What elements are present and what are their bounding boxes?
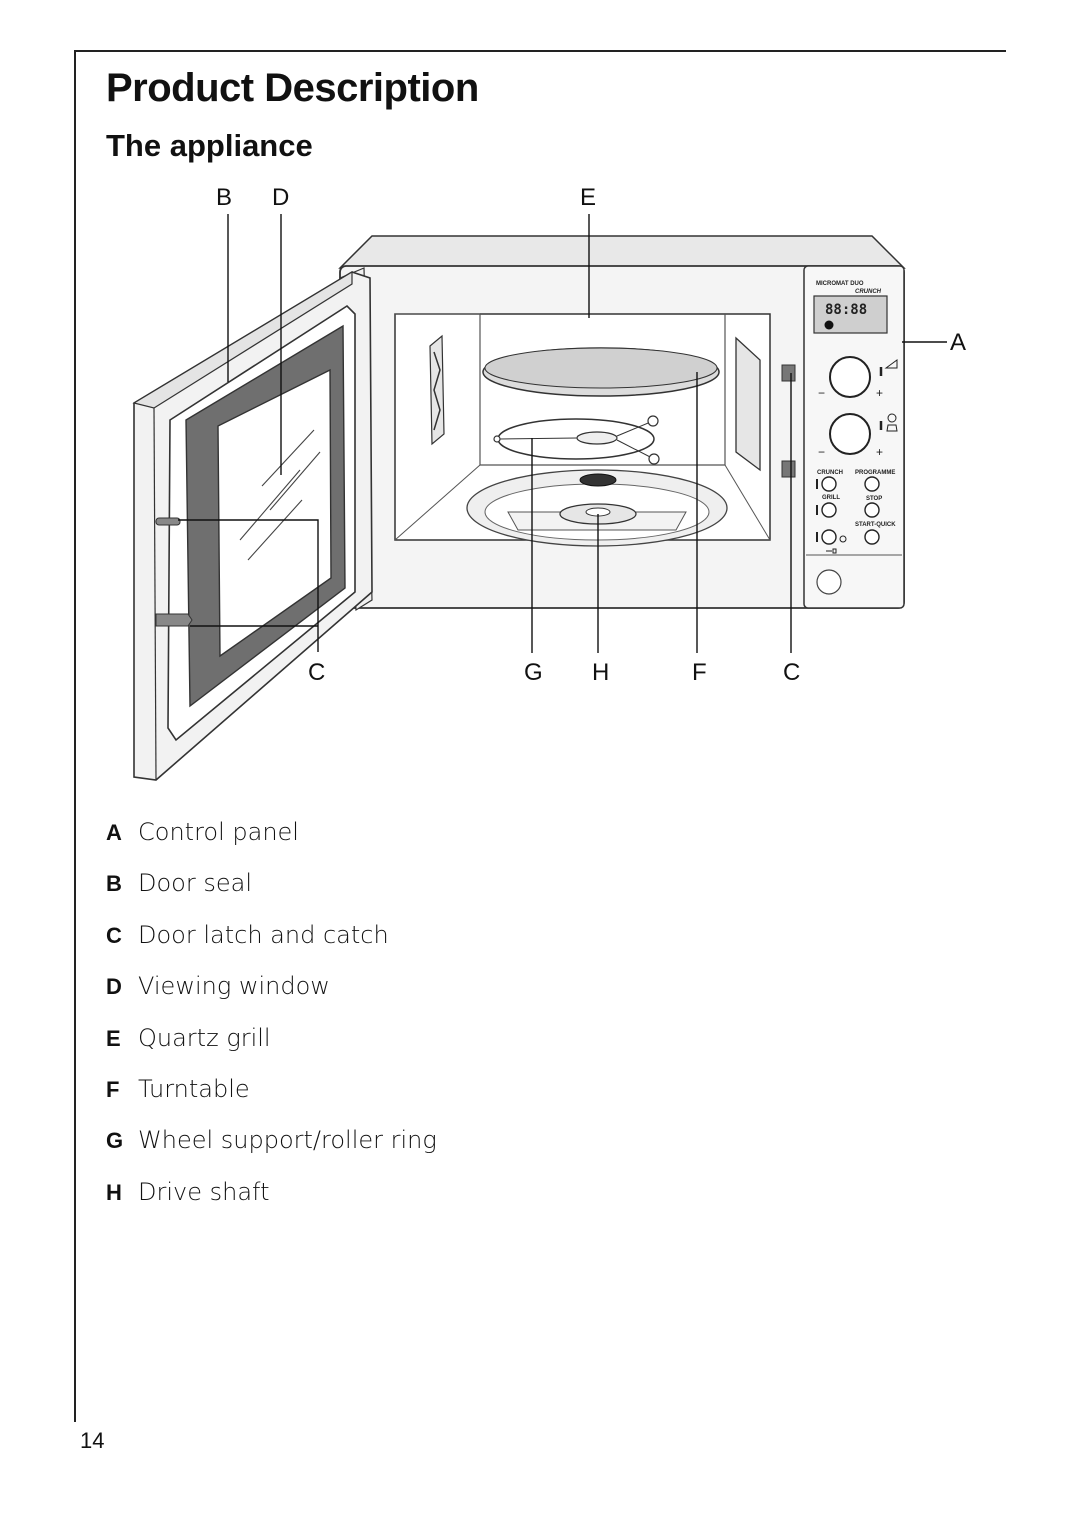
legend-key: C bbox=[106, 922, 122, 948]
callout-c-door: C bbox=[308, 659, 325, 686]
page-title: Product Description bbox=[106, 66, 479, 110]
grill-button[interactable] bbox=[821, 502, 837, 518]
page-number: 14 bbox=[80, 1428, 105, 1453]
legend-text: Door latch and catch bbox=[138, 920, 389, 949]
panel-model: CRUNCH bbox=[855, 289, 882, 295]
cabinet-top bbox=[338, 235, 906, 269]
callout-d: D bbox=[272, 184, 289, 211]
stop-button[interactable] bbox=[864, 502, 880, 518]
microwave-diagram: MICROMAT DUO CRUNCH 88:88 − + − + CRUNCH… bbox=[132, 184, 966, 781]
panel-brand: MICROMAT DUO bbox=[816, 281, 864, 287]
side-vent bbox=[429, 334, 445, 446]
weight-icon bbox=[886, 424, 898, 432]
section-title: The appliance bbox=[106, 128, 313, 163]
svg-text:+: + bbox=[876, 445, 883, 459]
svg-text:+: + bbox=[876, 386, 883, 400]
svg-text:−: − bbox=[818, 386, 825, 400]
latch-hook-lower bbox=[155, 613, 193, 627]
start-quick-button[interactable] bbox=[864, 529, 880, 545]
legend-key: H bbox=[106, 1179, 122, 1205]
catch-upper bbox=[781, 364, 796, 382]
legend-item: H Drive shaft bbox=[106, 1178, 437, 1229]
legend-text: Quartz grill bbox=[138, 1023, 271, 1052]
stop-label: STOP bbox=[866, 496, 882, 502]
power-knob[interactable] bbox=[829, 356, 871, 398]
callout-f: F bbox=[692, 659, 707, 686]
lock-button[interactable] bbox=[821, 529, 837, 545]
legend-text: Door seal bbox=[138, 869, 252, 898]
crunch-button[interactable] bbox=[821, 476, 837, 492]
latch-hook-upper bbox=[155, 517, 181, 526]
legend-text: Control panel bbox=[138, 818, 299, 846]
crunch-label: CRUNCH bbox=[817, 470, 843, 476]
legend-item: F Turntable bbox=[106, 1075, 437, 1126]
svg-text:−: − bbox=[818, 445, 825, 459]
grill-label: GRILL bbox=[822, 495, 840, 501]
left-rule bbox=[74, 50, 76, 1422]
legend-key: F bbox=[106, 1076, 120, 1102]
parts-legend: A Control panel B Door seal C Door latch an… bbox=[106, 818, 437, 1229]
timer-knob[interactable] bbox=[829, 413, 871, 455]
clock-icon bbox=[887, 413, 897, 423]
top-rule bbox=[74, 50, 1006, 52]
legend-item: G Wheel support/roller ring bbox=[106, 1126, 437, 1177]
legend-item: B Door seal bbox=[106, 869, 437, 920]
legend-key: A bbox=[106, 820, 122, 845]
legend-key: G bbox=[106, 1128, 124, 1154]
callout-g: G bbox=[524, 659, 543, 686]
legend-text: Viewing window bbox=[138, 972, 330, 1001]
legend-text: Turntable bbox=[138, 1074, 250, 1103]
legend-item: C Door latch and catch bbox=[106, 921, 437, 972]
start-quick-label: START-QUICK bbox=[855, 522, 896, 528]
legend-key: E bbox=[106, 1025, 121, 1051]
legend-key: B bbox=[106, 871, 122, 897]
callout-c-frame: C bbox=[783, 659, 800, 686]
callout-a: A bbox=[950, 329, 966, 356]
leader-lines bbox=[178, 214, 947, 653]
callout-b: B bbox=[216, 184, 232, 211]
drive-coupler bbox=[579, 473, 617, 487]
programme-button[interactable] bbox=[864, 476, 880, 492]
legend-text: Wheel support/roller ring bbox=[138, 1126, 437, 1155]
display-indicator bbox=[824, 320, 834, 330]
legend-item: D Viewing window bbox=[106, 972, 437, 1023]
lamp-cover bbox=[735, 336, 761, 472]
display-digits: 88:88 bbox=[825, 302, 867, 318]
key-icon bbox=[826, 548, 837, 554]
legend-item: A Control panel bbox=[106, 818, 437, 869]
legend-key: D bbox=[106, 974, 122, 1000]
programme-label: PROGRAMME bbox=[855, 470, 895, 476]
callout-e: E bbox=[580, 184, 596, 211]
catch-lower bbox=[781, 460, 796, 478]
callout-h: H bbox=[592, 659, 609, 686]
legend-item: E Quartz grill bbox=[106, 1024, 437, 1075]
legend-text: Drive shaft bbox=[138, 1177, 270, 1206]
door-release-button[interactable] bbox=[816, 569, 842, 595]
